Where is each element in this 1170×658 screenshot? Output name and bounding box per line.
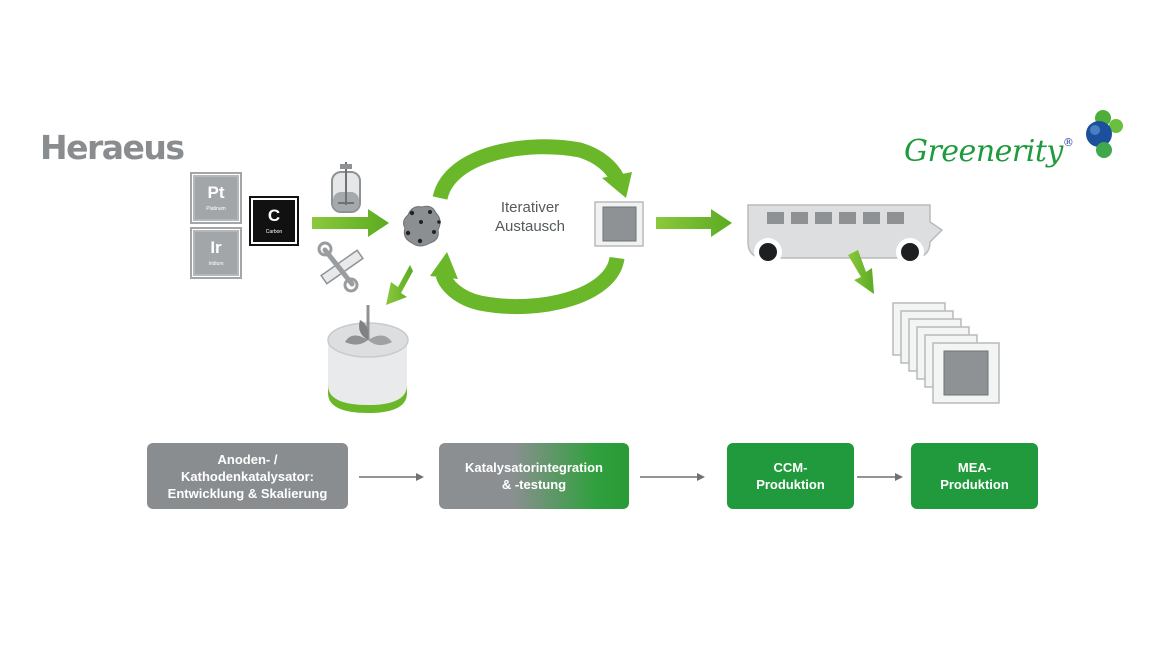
element-tile-platinum: Pt Platinum — [190, 172, 242, 224]
element-tile-iridium: Ir Iridium — [190, 227, 242, 279]
cycle-arrowhead-top — [602, 172, 632, 198]
element-symbol: Pt — [207, 183, 225, 202]
element-name: Platinum — [206, 206, 226, 212]
greenerity-logo: Greenerity® — [904, 134, 1074, 169]
step-flow-arrows — [359, 473, 903, 481]
mea-stack-icon — [892, 302, 1000, 404]
wrench-screwdriver-icon — [317, 241, 364, 293]
iterative-label-line1: Iterativer — [500, 199, 560, 216]
iterative-label-line2: Austausch — [494, 218, 566, 235]
element-name: Iridium — [208, 261, 224, 267]
iterative-exchange-label: Iterativer Austausch — [465, 198, 595, 236]
beaker-stirrer-icon — [331, 162, 361, 213]
arrow-to-production-icon — [656, 209, 732, 237]
catalyst-particle-icon — [403, 205, 441, 247]
heraeus-logo: Heraeus — [40, 128, 185, 167]
arrow-to-catalyst-icon — [312, 209, 389, 237]
iterative-cycle-arrows — [432, 139, 625, 315]
step-ccm-production: CCM- Produktion — [727, 443, 854, 509]
greenerity-logo-text: Greenerity — [904, 134, 1063, 169]
molecule-logo-icon — [1086, 110, 1123, 158]
registered-mark: ® — [1062, 136, 1074, 149]
ccm-membrane-icon — [594, 201, 644, 247]
arrow-to-mixer-icon — [386, 265, 413, 305]
element-tile-carbon: C Carbon — [249, 196, 299, 246]
element-name: Carbon — [265, 229, 283, 235]
step-catalyst-integration: Katalysatorintegration & -testung — [439, 443, 629, 509]
element-symbol: C — [267, 206, 281, 225]
coating-line-icon — [747, 204, 944, 266]
mixer-bowl-icon — [327, 305, 409, 413]
step-catalyst-development: Anoden- / Kathodenkatalysator: Entwicklu… — [147, 443, 348, 509]
arrow-to-mea-icon — [848, 250, 874, 294]
cycle-arrowhead-bottom — [430, 252, 458, 279]
step-mea-production: MEA- Produktion — [911, 443, 1038, 509]
element-symbol: Ir — [210, 238, 222, 257]
